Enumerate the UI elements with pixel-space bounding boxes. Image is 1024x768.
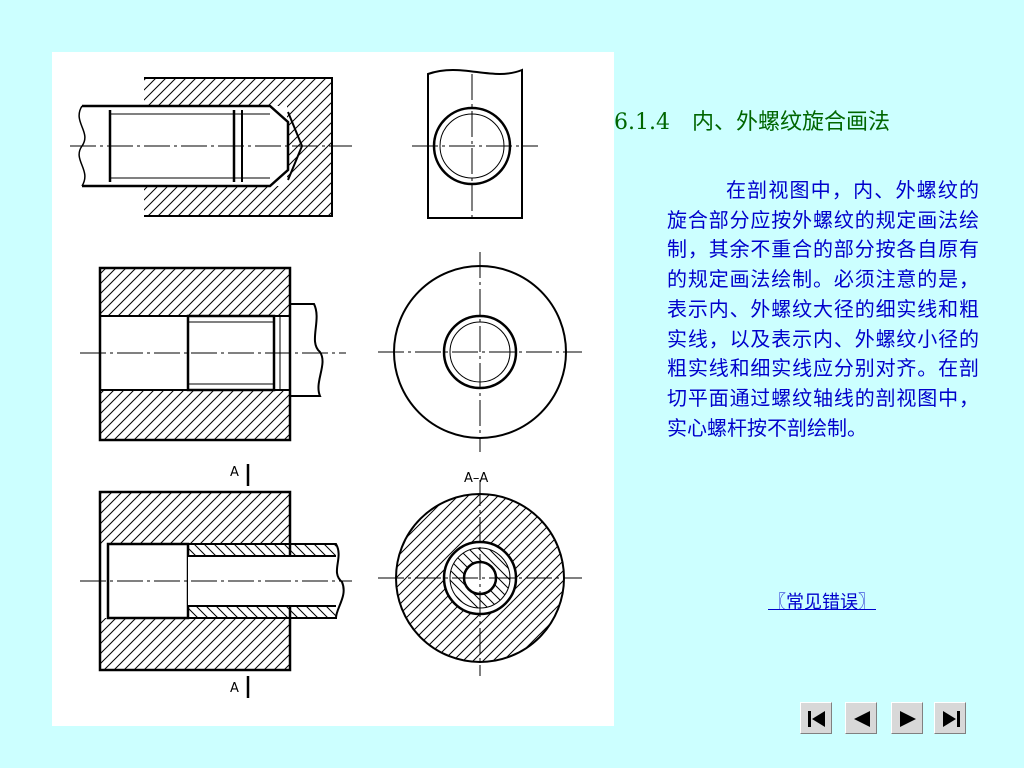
view-end-circle-top	[412, 68, 538, 219]
view-end-ring-middle	[378, 252, 582, 452]
next-slide-icon	[900, 711, 916, 727]
description-text: 在剖视图中，内、外螺纹的旋合部分应按外螺纹的规定画法绘制，其余不重合的部分按各自…	[667, 178, 979, 440]
previous-slide-button[interactable]	[845, 702, 877, 734]
previous-slide-icon	[854, 711, 870, 727]
view-section-engaged-thread	[80, 490, 352, 672]
next-slide-button[interactable]	[891, 702, 923, 734]
cut-label-top: A	[230, 465, 239, 480]
first-slide-icon	[808, 711, 825, 727]
first-slide-button[interactable]	[800, 702, 832, 734]
section-title: 6.1.4 内、外螺纹旋合画法	[614, 110, 890, 135]
cut-label-bottom: A	[230, 681, 239, 696]
view-screw-engagement	[70, 77, 352, 217]
section-label: A–A	[464, 471, 488, 486]
cutting-plane-marks: A A A–A	[230, 464, 488, 698]
last-slide-button[interactable]	[934, 702, 966, 734]
thread-assembly-drawing: A A A–A	[70, 68, 582, 698]
slide-navigation	[800, 702, 966, 736]
last-slide-icon	[943, 711, 960, 727]
technical-drawing-panel: A A A–A	[52, 52, 614, 726]
common-errors-link[interactable]: 〖常见错误〗	[768, 592, 876, 613]
view-section-aa	[378, 480, 582, 676]
view-internal-thread	[80, 266, 346, 442]
